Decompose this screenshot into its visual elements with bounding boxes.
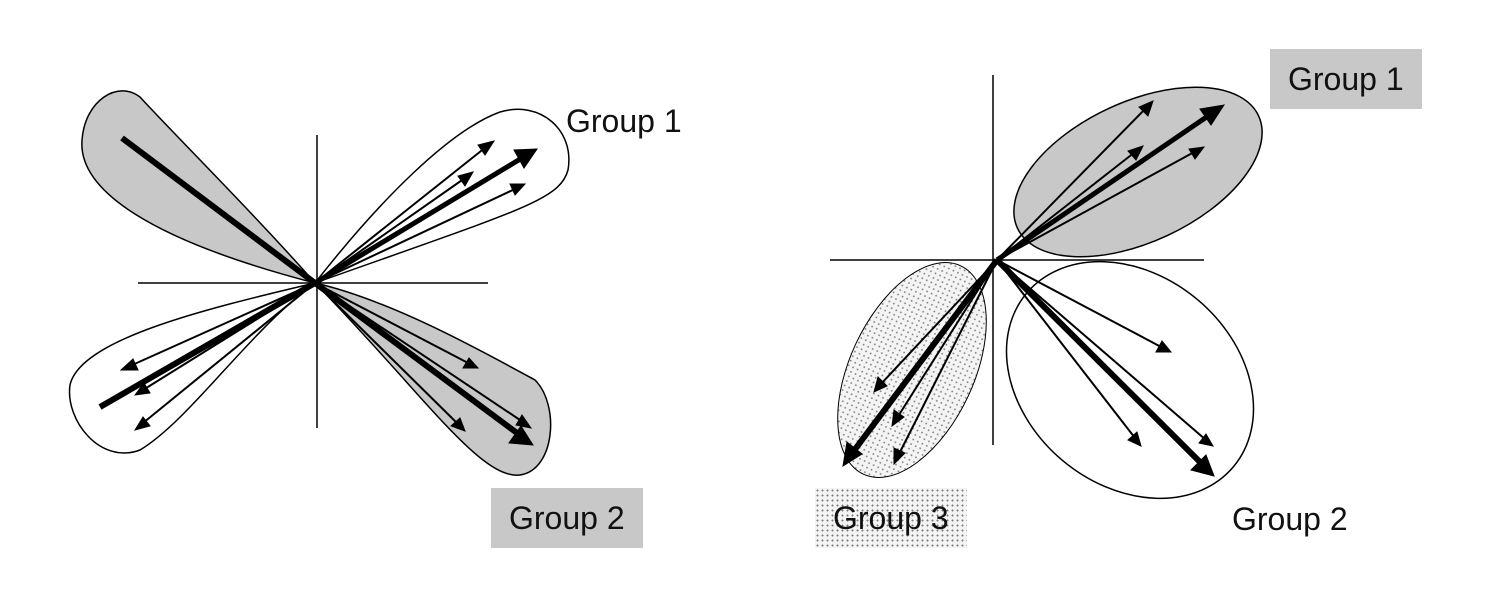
right-panel: [830, 75, 1263, 500]
left-panel: [68, 90, 570, 476]
left-thick-vector-upper-left: [120, 135, 317, 286]
right-group2-ellipse: [1005, 260, 1255, 500]
left-thick-vector-lower-left: [98, 280, 317, 410]
left-lower-left-arrows: [119, 282, 316, 431]
left-upper-left-petal: [81, 90, 318, 285]
left-lower-left-petal: [68, 282, 316, 454]
right-group1-ellipse: [1013, 86, 1263, 258]
left-group1-arrows: [313, 140, 538, 286]
left-group2-arrows: [313, 280, 534, 446]
left-group2-petal: [312, 281, 552, 476]
right-group3-label: Group 3: [815, 488, 967, 548]
right-group1-arrows: [995, 100, 1226, 263]
left-group1-label: Group 1: [566, 103, 682, 139]
right-group2-label: Group 2: [1232, 501, 1348, 537]
right-group1-label: Group 1: [1270, 49, 1422, 109]
right-group3-arrows: [842, 258, 1000, 468]
right-group2-arrows: [994, 257, 1215, 477]
left-group2-label: Group 2: [491, 488, 643, 548]
